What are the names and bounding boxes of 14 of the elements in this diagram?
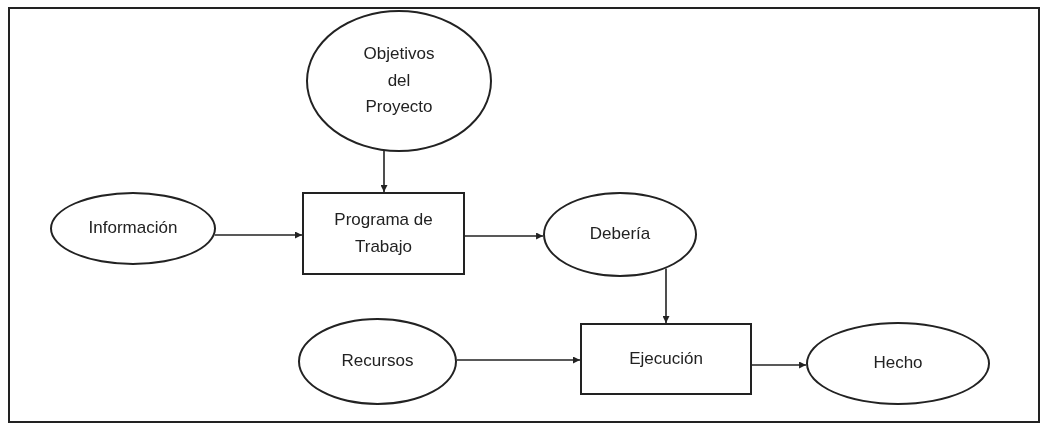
arrow	[662, 267, 670, 324]
process-box	[580, 323, 752, 395]
arrow	[751, 361, 807, 369]
arrow	[464, 232, 544, 240]
arrow	[456, 356, 581, 364]
node-label: Información	[87, 217, 179, 240]
node-label: Programa de Trabajo	[333, 209, 434, 258]
process-box	[302, 192, 465, 275]
node-label: Objetivos del Proyecto	[362, 43, 436, 119]
node-label: Debería	[588, 223, 652, 246]
arrow	[380, 150, 388, 193]
node-label: Recursos	[340, 350, 415, 373]
node-label: Hecho	[872, 352, 924, 375]
node-label: Ejecución	[628, 347, 704, 370]
